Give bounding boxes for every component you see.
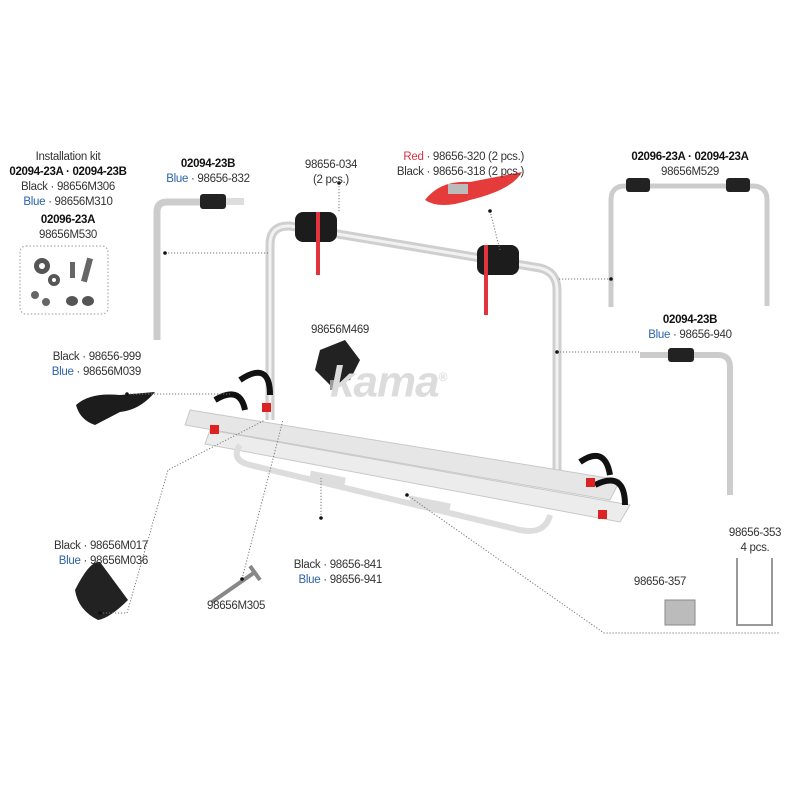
u-bolt-part (736, 558, 773, 626)
kama-watermark-logo: kama® (330, 357, 447, 407)
kit-blue-code: Blue · 98656M310 (23, 196, 113, 208)
kit-models-2: 02096-23A (40, 214, 96, 226)
kit-black-code: Black · 98656M306 (21, 181, 115, 193)
screw-icon (80, 257, 94, 283)
kit-code-2: 98656M530 (38, 229, 98, 241)
screw-icon (70, 262, 75, 278)
installation-kit-label: Installation kit 02094-23A · 02094-23B B… (9, 150, 127, 243)
kit-models-1: 02094-23A · 02094-23B (9, 166, 127, 178)
pads-label: 98656-034(2 pcs.) (304, 159, 358, 186)
arm-right-part (640, 348, 733, 495)
nut-icon (82, 296, 94, 306)
knob-label: 98656M469 (310, 324, 370, 336)
wheel-holder-big-part (75, 561, 128, 620)
leader-lines (100, 183, 780, 634)
knob-part (315, 340, 360, 390)
arm-right-label: 02094-23B Blue · 98656-940 (648, 314, 732, 341)
bolt-label: 98656M305 (207, 600, 266, 612)
foam-pad (477, 245, 519, 275)
wheel-holder-label: Black · 98656-999 Blue · 98656M039 (51, 351, 142, 378)
arm-left-part (153, 194, 244, 340)
wheel-holder-part (76, 392, 155, 425)
straps-label: Red · 98656-320 (2 pcs.) Black · 98656-3… (396, 151, 524, 178)
arm-right-top-part (608, 178, 770, 307)
bike-rack-frame (184, 212, 631, 534)
bolt-part (210, 564, 262, 604)
bracket-part (664, 599, 696, 626)
arm-left-label: 02094-23B Blue · 98656-832 (166, 158, 250, 185)
end-caps-label: Black · 98656-841 Blue · 98656-941 (293, 559, 383, 586)
chain-link-icon (31, 291, 39, 299)
kit-title: Installation kit (35, 151, 101, 163)
wheel-holder-big-label: Black · 98656M017 Blue · 98656M036 (54, 540, 148, 567)
leader-dots (98, 181, 613, 615)
installation-kit-box (19, 245, 109, 315)
nut-icon (66, 296, 78, 306)
bracket-label: 98656-357 (633, 576, 687, 588)
strap-part (425, 172, 522, 205)
